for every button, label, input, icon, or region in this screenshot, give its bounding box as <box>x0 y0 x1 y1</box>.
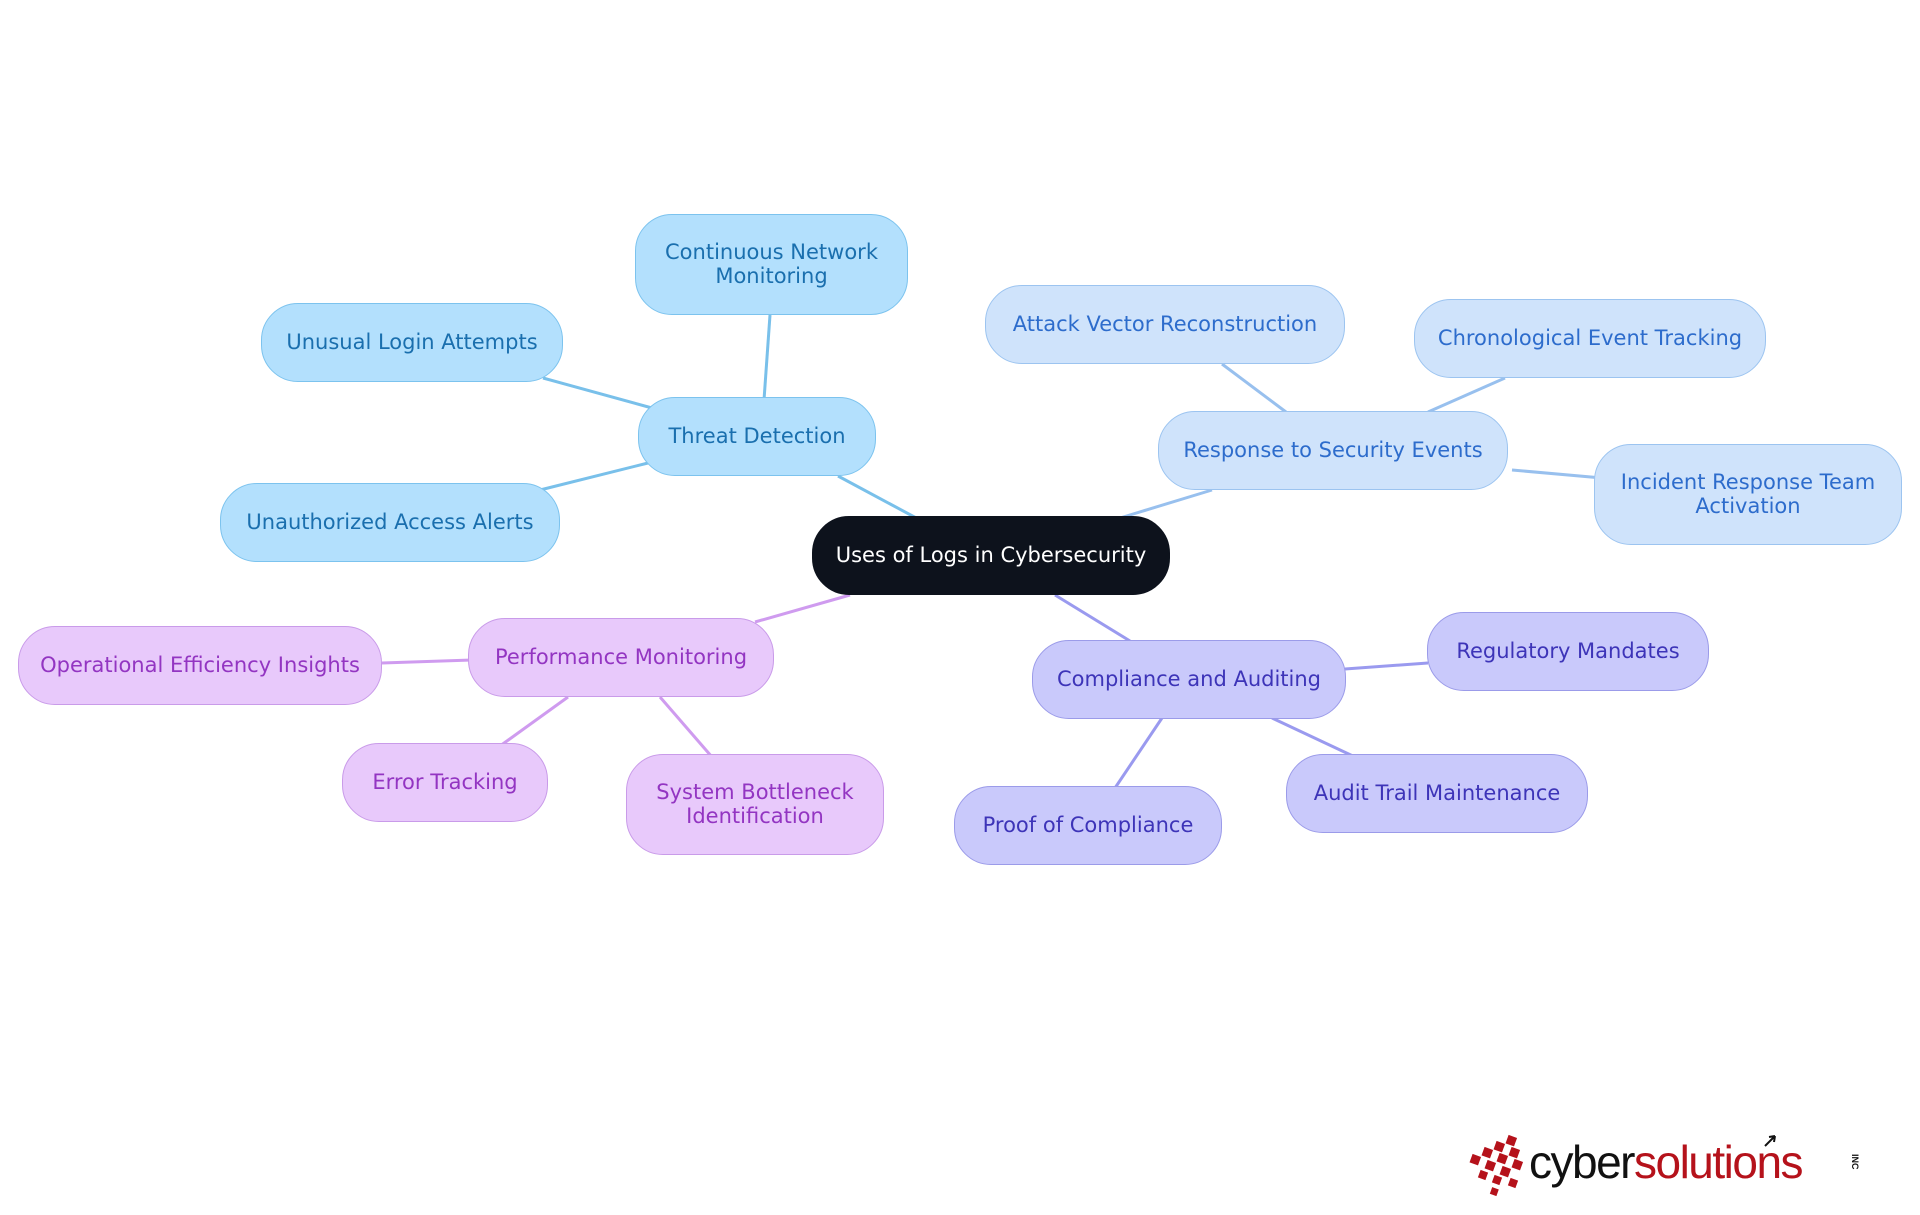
cybersolutions-logo: cybersolutions INC <box>1469 1134 1860 1197</box>
incident-response-team-activation-label: Incident Response Team Activation <box>1620 470 1876 518</box>
edge-compliance-audit <box>1271 716 1356 759</box>
node-response-to-security-events[interactable]: Response to Security Events <box>1158 411 1508 490</box>
unusual-login-attempts-label: Unusual Login Attempts <box>286 329 538 354</box>
edge-threat-network <box>762 314 772 401</box>
edge-performance-efficiency <box>381 658 473 665</box>
node-unauthorized-access-alerts[interactable]: Unauthorized Access Alerts <box>220 483 560 562</box>
node-incident-response-team-activation[interactable]: Incident Response Team Activation <box>1594 444 1902 545</box>
edge-root-compliance <box>1054 593 1131 643</box>
system-bottleneck-identification-label: System Bottleneck Identification <box>656 780 854 828</box>
node-proof-of-compliance[interactable]: Proof of Compliance <box>954 786 1222 865</box>
node-compliance-and-auditing[interactable]: Compliance and Auditing <box>1032 640 1346 719</box>
compliance-and-auditing-label: Compliance and Auditing <box>1056 666 1322 691</box>
logo-arrow-icon <box>1764 1135 1776 1147</box>
attack-vector-reconstruction-label: Attack Vector Reconstruction <box>1012 311 1318 336</box>
node-regulatory-mandates[interactable]: Regulatory Mandates <box>1427 612 1709 691</box>
node-operational-efficiency-insights[interactable]: Operational Efficiency Insights <box>18 626 382 705</box>
chronological-event-tracking-label: Chronological Event Tracking <box>1437 325 1743 350</box>
edge-compliance-proof <box>1113 717 1164 789</box>
continuous-network-monitoring-label: Continuous Network Monitoring <box>665 240 878 288</box>
node-unusual-login-attempts[interactable]: Unusual Login Attempts <box>261 303 563 382</box>
root-label: Uses of Logs in Cybersecurity <box>835 542 1147 567</box>
edge-response-incident <box>1511 468 1603 480</box>
edge-compliance-regulatory <box>1344 661 1429 671</box>
svg-text:cybersolutions: cybersolutions <box>1529 1136 1803 1188</box>
response-to-security-events-label: Response to Security Events <box>1183 437 1483 462</box>
error-tracking-label: Error Tracking <box>372 769 518 794</box>
node-audit-trail-maintenance[interactable]: Audit Trail Maintenance <box>1286 754 1588 833</box>
edge-performance-bottleneck <box>658 696 714 758</box>
threat-detection-label: Threat Detection <box>668 423 846 448</box>
node-error-tracking[interactable]: Error Tracking <box>342 743 548 822</box>
operational-efficiency-insights-label: Operational Efficiency Insights <box>40 652 360 677</box>
logo-mark-icon <box>1469 1134 1524 1197</box>
edge-root-performance <box>754 593 851 624</box>
node-system-bottleneck-identification[interactable]: System Bottleneck Identification <box>626 754 884 855</box>
edge-response-chrono <box>1427 376 1506 414</box>
edge-response-vector <box>1221 362 1287 414</box>
unauthorized-access-alerts-label: Unauthorized Access Alerts <box>246 509 534 534</box>
proof-of-compliance-label: Proof of Compliance <box>982 812 1194 837</box>
logo-text-solutions: solutions <box>1634 1136 1803 1188</box>
edge-performance-error <box>499 695 569 748</box>
regulatory-mandates-label: Regulatory Mandates <box>1456 638 1680 663</box>
logo-text-cyber: cyber <box>1529 1136 1635 1188</box>
node-threat-detection[interactable]: Threat Detection <box>638 397 876 476</box>
logo-suffix: INC <box>1850 1154 1860 1170</box>
node-attack-vector-reconstruction[interactable]: Attack Vector Reconstruction <box>985 285 1345 364</box>
edge-root-response <box>1119 488 1213 520</box>
node-continuous-network-monitoring[interactable]: Continuous Network Monitoring <box>635 214 908 315</box>
node-performance-monitoring[interactable]: Performance Monitoring <box>468 618 774 697</box>
node-chronological-event-tracking[interactable]: Chronological Event Tracking <box>1414 299 1766 378</box>
performance-monitoring-label: Performance Monitoring <box>494 644 748 669</box>
root-node[interactable]: Uses of Logs in Cybersecurity <box>812 516 1170 595</box>
edge-threat-login <box>542 376 653 410</box>
edge-root-threat <box>837 474 921 522</box>
edge-threat-access <box>539 461 649 492</box>
audit-trail-maintenance-label: Audit Trail Maintenance <box>1313 780 1561 805</box>
